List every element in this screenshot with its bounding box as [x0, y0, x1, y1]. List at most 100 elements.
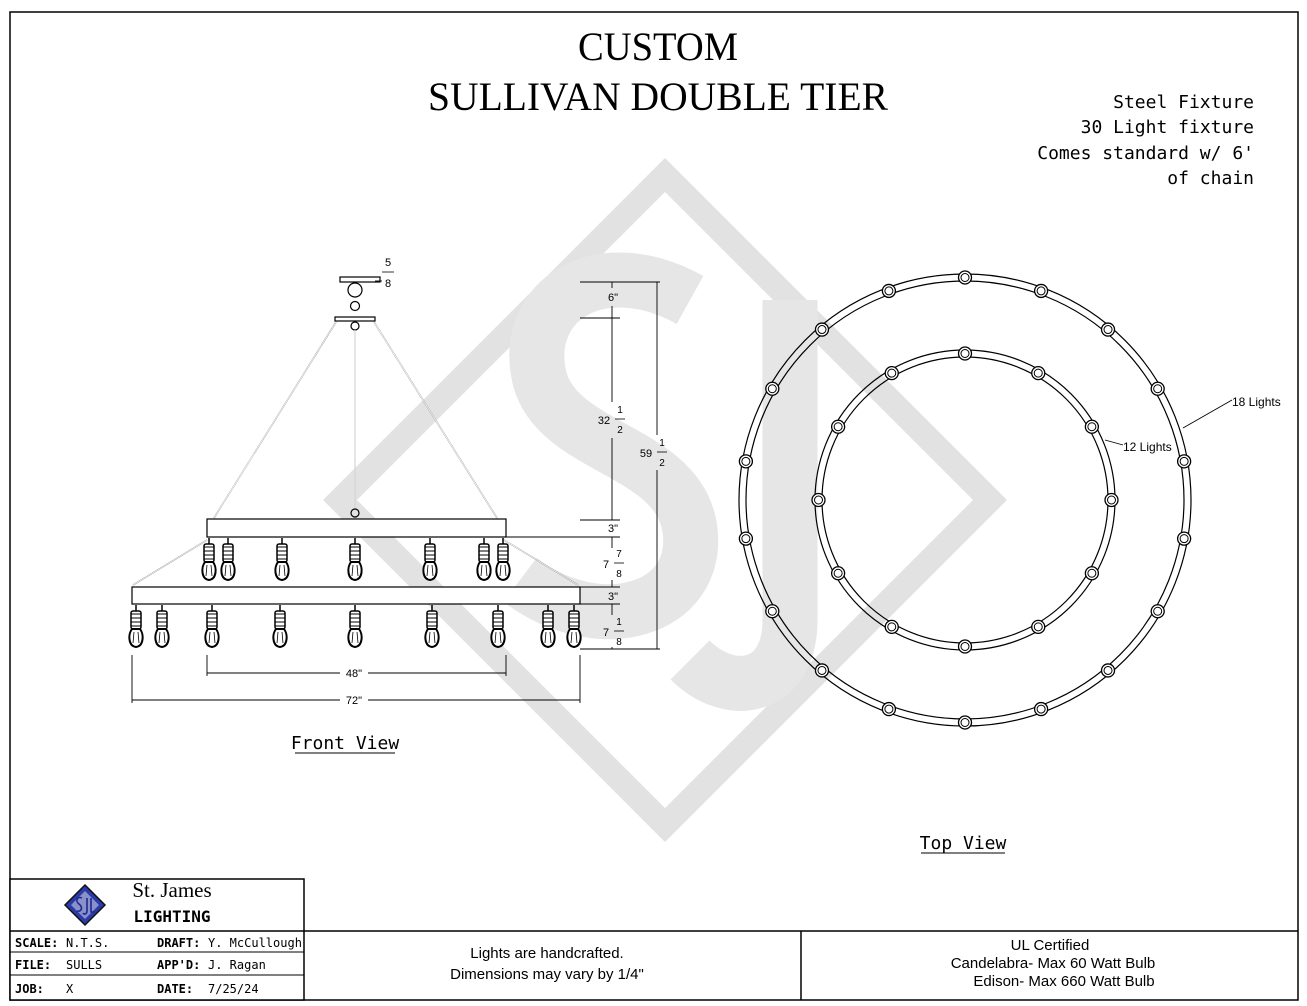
outer-light	[765, 381, 780, 396]
inner-light	[811, 492, 826, 508]
dim-upper-drop-whole: 7	[603, 559, 609, 571]
draft-value: Y. McCullough	[208, 936, 302, 950]
outer-light	[765, 604, 780, 619]
bulb	[272, 605, 288, 649]
bulb	[424, 605, 440, 649]
outer-light	[814, 663, 830, 678]
job-key: JOB:	[15, 982, 44, 996]
upper-ring-profile	[206, 518, 507, 538]
date-value: 7/25/24	[208, 982, 259, 996]
outer-light	[957, 715, 973, 730]
bulb	[540, 605, 556, 649]
bulb	[495, 538, 511, 582]
outer-light	[957, 270, 973, 285]
top-view-lights	[738, 270, 1192, 730]
company-subname: LIGHTING	[133, 907, 210, 926]
dim-chain-num: 1	[617, 405, 623, 416]
note-line: of chain	[1167, 168, 1254, 189]
approved-value: J. Ragan	[208, 958, 266, 972]
outer-light	[1033, 283, 1049, 299]
dim-canopy-den: 8	[385, 278, 391, 290]
bulb	[220, 538, 236, 582]
front-view: 5 8 6" 32 1 2 59 1 2 3" 7 7 8 3" 7 1 8 4…	[128, 257, 667, 754]
inner-light	[1031, 619, 1046, 635]
outer-light	[1100, 322, 1116, 337]
scale-value: N.T.S.	[66, 936, 109, 950]
job-value: X	[66, 982, 74, 996]
draft-key: DRAFT:	[157, 936, 200, 950]
file-key: FILE:	[15, 958, 51, 972]
dim-upper-drop-den: 8	[616, 569, 622, 580]
front-view-label: Front View	[291, 733, 400, 754]
bulb	[566, 605, 582, 649]
inner-ring-label: 12 Lights	[1123, 440, 1172, 454]
bulb	[274, 538, 290, 582]
top-view: 18 Lights 12 Lights Top View	[738, 270, 1281, 854]
inner-light	[957, 346, 973, 361]
inner-light	[830, 419, 846, 434]
ul-certified: UL Certified	[1011, 937, 1090, 954]
note-line: Steel Fixture	[1113, 92, 1254, 113]
dimension-lines	[131, 280, 660, 703]
dim-upper-drop-num: 7	[616, 549, 622, 560]
outer-light	[1176, 531, 1192, 546]
candelabra-note: Candelabra- Max 60 Watt Bulb	[951, 955, 1156, 972]
bulb	[128, 605, 144, 649]
title-line-1: CUSTOM	[578, 24, 738, 69]
outer-light	[738, 454, 754, 469]
outer-light	[881, 701, 897, 717]
top-view-label: Top View	[920, 833, 1007, 854]
upper-bulbs	[201, 538, 511, 582]
dim-lower-drop-whole: 7	[603, 627, 609, 639]
dim-inner-width: 48"	[346, 668, 362, 680]
bulb	[476, 538, 492, 582]
inner-light	[830, 566, 846, 581]
dim-lower-ring: 3"	[608, 591, 618, 603]
outer-light	[1150, 381, 1165, 396]
outer-light	[814, 322, 830, 337]
approved-key: APP'D:	[157, 958, 200, 972]
dim-lower-drop-den: 8	[616, 637, 622, 648]
inner-light	[884, 365, 899, 381]
title-block: St. James LIGHTING SCALE: N.T.S. DRAFT: …	[9, 878, 1298, 1001]
chains	[132, 321, 579, 586]
dim-lower-drop-num: 1	[616, 617, 622, 628]
bulb	[154, 605, 170, 649]
lower-ring-profile	[131, 586, 581, 605]
bulb	[347, 538, 363, 582]
inner-light	[1031, 365, 1046, 381]
company-logo	[63, 883, 107, 927]
bulb	[347, 605, 363, 649]
date-key: DATE:	[157, 982, 193, 996]
edison-note: Edison- Max 660 Watt Bulb	[973, 973, 1154, 990]
dim-canopy-num: 5	[385, 257, 391, 269]
file-value: SULLS	[66, 958, 102, 972]
scale-key: SCALE:	[15, 936, 58, 950]
dimension-note: Dimensions may vary by 1/4"	[450, 966, 644, 983]
dim-upper-ring: 3"	[608, 523, 618, 535]
outer-light	[738, 531, 754, 546]
watermark-logo	[323, 158, 1007, 842]
dim-chain-whole: 32	[598, 415, 610, 427]
outer-light	[1150, 604, 1165, 619]
outer-light	[1100, 663, 1116, 678]
lower-bulbs	[128, 605, 582, 649]
inner-light	[1104, 492, 1119, 508]
inner-light	[1084, 419, 1100, 434]
inner-light	[1084, 566, 1100, 581]
note-line: 30 Light fixture	[1081, 117, 1254, 138]
dim-outer-width: 72"	[346, 695, 362, 707]
canopy	[334, 276, 381, 331]
inner-light	[884, 619, 899, 635]
outer-ring-label: 18 Lights	[1232, 395, 1281, 409]
dim-total-whole: 59	[640, 448, 652, 460]
dim-total-den: 2	[659, 458, 665, 469]
spec-notes: Steel Fixture 30 Light fixture Comes sta…	[1037, 92, 1254, 189]
bulb	[422, 538, 438, 582]
title-line-2: SULLIVAN DOUBLE TIER	[428, 74, 888, 119]
dim-total-num: 1	[659, 438, 665, 449]
note-line: Comes standard w/ 6'	[1037, 143, 1254, 164]
company-name: St. James	[132, 878, 211, 902]
inner-light	[957, 639, 973, 654]
